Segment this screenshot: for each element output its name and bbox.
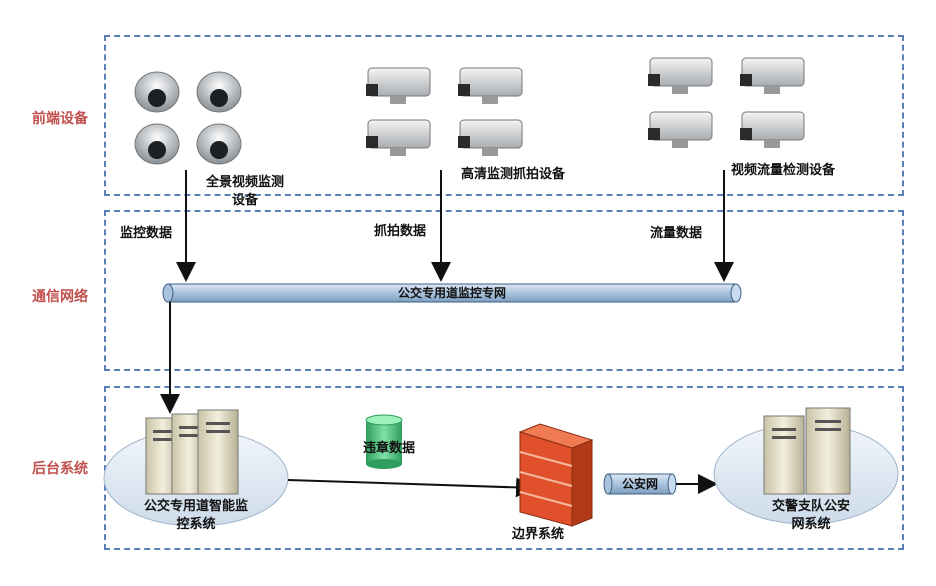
police-system-label: 交警支队公安网系统: [771, 499, 850, 532]
bullet-camera-icon: [366, 119, 431, 156]
panorama-device-label: 全景视频监测设备: [205, 175, 284, 208]
server-icon: [763, 415, 805, 495]
boundary-system-label: 边界系统: [511, 527, 564, 542]
bullet-camera-icon: [458, 119, 523, 156]
layer-label-backend: 后台系统: [32, 461, 88, 477]
police-network-pipe: [603, 473, 677, 495]
bullet-camera-icon: [740, 111, 805, 148]
bullet-camera-icon: [648, 111, 713, 148]
flow-data-label: 流量数据: [650, 226, 703, 241]
bullet-camera-icon: [648, 57, 713, 94]
hd-capture-device-label: 高清监测抓拍设备: [460, 167, 565, 182]
network-pipe-label: 公交专用道监控专网: [397, 286, 506, 300]
database-icon: [365, 414, 403, 469]
server-to-boundary-arrow: [287, 477, 536, 498]
bullet-camera-icon: [458, 67, 523, 104]
network-zone: [104, 210, 904, 371]
backend-zone: [104, 386, 904, 550]
layer-label-network: 通信网络: [32, 289, 88, 305]
flow-detect-device-label: 视频流量检测设备: [730, 163, 835, 178]
dome-camera-icon: [134, 123, 180, 165]
dome-camera-icon: [134, 71, 180, 113]
network-pipe: [162, 283, 742, 303]
bullet-camera-icon: [740, 57, 805, 94]
front-end-zone: [104, 35, 904, 196]
monitor-data-label: 监控数据: [120, 226, 173, 241]
violation-db-label: 违章数据: [362, 441, 415, 456]
firewall-icon: [518, 423, 594, 527]
server-icon: [197, 409, 239, 495]
dome-camera-icon: [196, 71, 242, 113]
layer-label-front: 前端设备: [32, 111, 88, 127]
police-pipe-label: 公安网: [621, 477, 658, 491]
smart-system-label: 公交专用道智能监控系统: [143, 499, 248, 532]
dome-camera-icon: [196, 123, 242, 165]
bullet-camera-icon: [366, 67, 431, 104]
capture-data-label: 抓拍数据: [374, 224, 427, 239]
server-icon: [805, 407, 851, 495]
